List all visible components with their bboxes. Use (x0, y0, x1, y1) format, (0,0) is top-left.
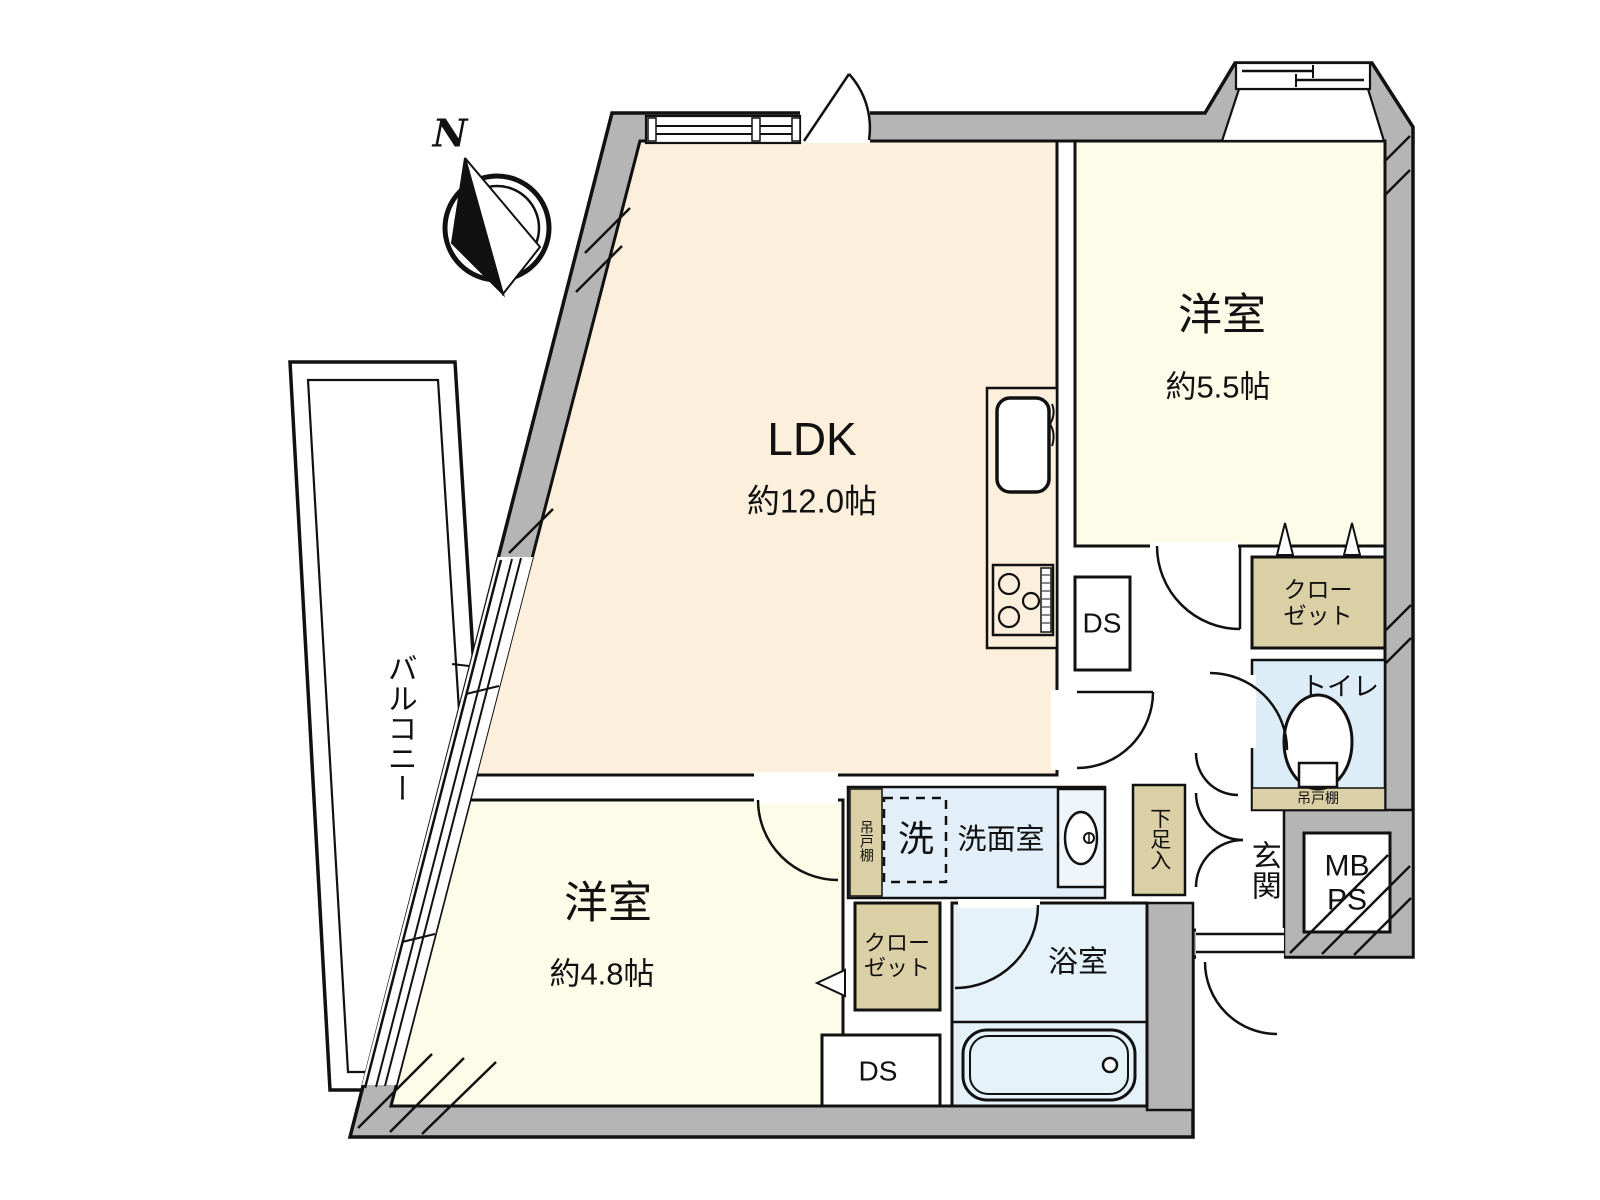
duct-space-lower-label: DS (858, 1055, 898, 1087)
closet-upper-door-marker (1275, 522, 1295, 556)
bathtub-drain (1101, 1056, 1119, 1074)
door-openings (754, 111, 1284, 959)
door-shoe-cabinet-upper (1194, 792, 1244, 842)
closet-lower-line1: クロー (863, 930, 931, 956)
entry-threshold (1196, 932, 1284, 954)
bathtub-outer (961, 1028, 1137, 1102)
duct-space-kitchen-label: DS (1082, 607, 1122, 639)
laundry-space (882, 796, 948, 884)
closet-lower (853, 901, 942, 1012)
cupboard-washroom-label: 吊戸棚 (858, 820, 875, 862)
compass (442, 157, 552, 298)
window-bay-top-right (1220, 61, 1386, 143)
bathtub (961, 1028, 1137, 1102)
bay-alcove (1220, 87, 1386, 143)
door-entry-hall (1194, 752, 1239, 797)
bedroom-lower-label: 洋室 (564, 878, 652, 928)
compass-needle-light (464, 157, 542, 297)
meter-box-line1: MB (1324, 849, 1370, 883)
closet-upper-line1: クロー (1283, 576, 1353, 603)
door-ldk-outswing (802, 73, 872, 142)
closet-lower-door-marker (814, 968, 846, 998)
ldk-size: 約12.0帖 (746, 482, 878, 520)
closet-upper-line2: ゼット (1283, 602, 1353, 628)
toilet-fixture (1282, 693, 1354, 791)
door-bedroom-lower (756, 799, 839, 882)
door-hallway (1076, 690, 1155, 770)
stove-grill (1040, 567, 1052, 633)
stove-burner (997, 572, 1021, 596)
stove-burner (997, 605, 1021, 629)
laundry-label: 洗 (897, 817, 935, 859)
kitchen-sink-rim (1048, 403, 1055, 447)
door-front-entry (1203, 961, 1278, 1036)
stove-grill-lines (1042, 574, 1050, 624)
duct-space-kitchen-box (1073, 575, 1132, 672)
cupboard-strip-washroom (849, 788, 883, 897)
ldk-label: LDK (767, 413, 857, 466)
wall-hatching (357, 135, 1412, 1135)
stove-burner (1021, 591, 1041, 611)
vanity-basin (1063, 810, 1099, 866)
cupboard-toilet-label: 吊戸棚 (1297, 790, 1339, 807)
duct-space-lower-box (820, 1033, 942, 1108)
door-toilet (1209, 671, 1289, 751)
door-bedroom-upper (1155, 545, 1242, 631)
kitchen-counter (985, 386, 1059, 650)
window-ldk-top (644, 114, 802, 145)
kitchen-sink (995, 396, 1051, 494)
room-bedroom-lower (389, 798, 845, 1108)
closet-lower-label: クロー ゼット (864, 931, 930, 980)
meter-box-line2: PS (1326, 883, 1368, 916)
bathtub-inner (969, 1035, 1129, 1095)
toilet-tank (1297, 761, 1339, 789)
toilet-label: トイレ (1300, 671, 1380, 702)
door-shoe-cabinet-lower (1194, 838, 1244, 888)
shoe-cabinet-label: 下足入 (1147, 807, 1171, 871)
window-balcony-sliding (362, 557, 533, 1089)
closet-lower-line2: ゼット (863, 955, 931, 980)
entrance-label: 玄関 (1246, 840, 1280, 900)
meter-box (1302, 831, 1392, 934)
shoe-cabinet (1131, 783, 1187, 897)
balcony-label: バルコニー (382, 653, 416, 803)
bedroom-upper-label: 洋室 (1178, 290, 1266, 340)
closet-upper-label: クロー ゼット (1283, 576, 1353, 629)
bathroom-label: 浴室 (1048, 946, 1108, 980)
wall-entry-bathroom (1145, 901, 1195, 1112)
door-bathroom (954, 904, 1040, 990)
meter-pipe-space-label: MB PS (1325, 849, 1370, 916)
bedroom-lower-size: 約4.8帖 (549, 956, 655, 992)
closet-upper-door-marker (1342, 522, 1362, 556)
door-swings (756, 73, 1289, 1036)
closet-upper (1250, 555, 1387, 650)
compass-north-label: N (432, 110, 468, 156)
bedroom-upper-size: 約5.5帖 (1165, 369, 1271, 405)
room-bedroom-upper (1073, 139, 1387, 548)
washroom-label: 洗面室 (957, 823, 1045, 856)
